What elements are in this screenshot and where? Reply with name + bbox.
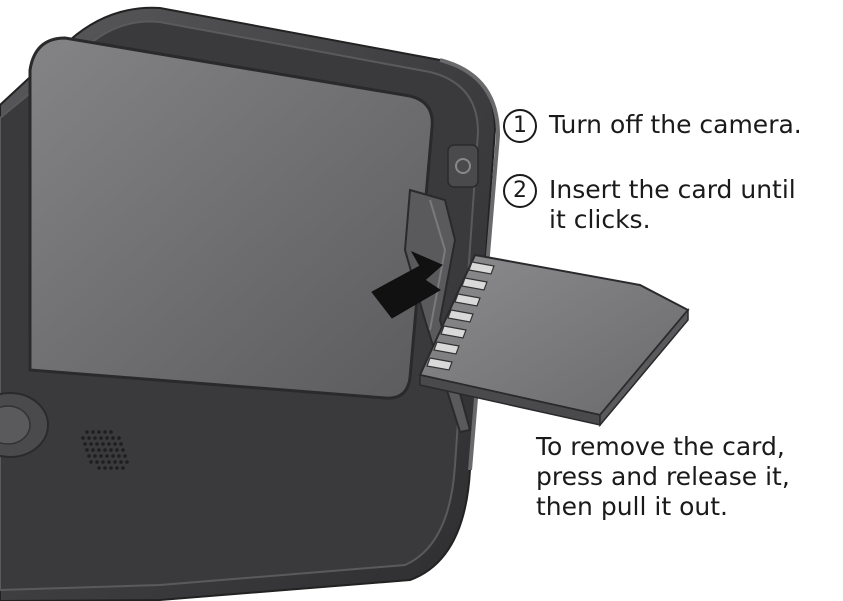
speaker-hole [95,460,99,464]
speaker-hole [87,436,91,440]
speaker-hole [89,460,93,464]
speaker-hole [121,466,125,470]
speaker-hole [87,454,91,458]
speaker-hole [111,454,115,458]
speaker-hole [119,460,123,464]
speaker-hole [103,466,107,470]
speaker-hole [83,442,87,446]
camera-screen [30,38,432,398]
speaker-hole [115,448,119,452]
step-1-text: Turn off the camera. [549,110,802,140]
speaker-hole [101,460,105,464]
speaker-hole [93,454,97,458]
speaker-hole [97,430,101,434]
speaker-hole [101,442,105,446]
speaker-hole [107,442,111,446]
speaker-hole [89,442,93,446]
speaker-hole [85,448,89,452]
speaker-hole [125,460,129,464]
speaker-hole [107,460,111,464]
removal-note: To remove the card, press and release it… [536,432,790,522]
speaker-hole [109,466,113,470]
speaker-hole [113,442,117,446]
speaker-hole [103,430,107,434]
speaker-hole [121,448,125,452]
step-1: 1 Turn off the camera. [503,110,802,143]
step-1-number: 1 [503,109,537,143]
speaker-hole [99,436,103,440]
speaker-hole [109,430,113,434]
speaker-hole [103,448,107,452]
speaker-hole [97,466,101,470]
speaker-hole [111,436,115,440]
speaker-hole [91,430,95,434]
speaker-hole [97,448,101,452]
power-button [448,145,478,187]
speaker-hole [95,442,99,446]
step-2-text: Insert the card until it clicks. [549,175,796,235]
speaker-hole [93,436,97,440]
speaker-hole [119,442,123,446]
speaker-hole [105,436,109,440]
speaker-hole [109,448,113,452]
speaker-hole [123,454,127,458]
speaker-hole [81,436,85,440]
speaker-hole [117,454,121,458]
speaker-hole [85,430,89,434]
speaker-hole [91,448,95,452]
speaker-hole [105,454,109,458]
speaker-hole [99,454,103,458]
step-2-number: 2 [503,174,537,208]
speaker-hole [113,460,117,464]
speaker-hole [117,436,121,440]
speaker-hole [115,466,119,470]
step-2: 2 Insert the card until it clicks. [503,175,796,235]
